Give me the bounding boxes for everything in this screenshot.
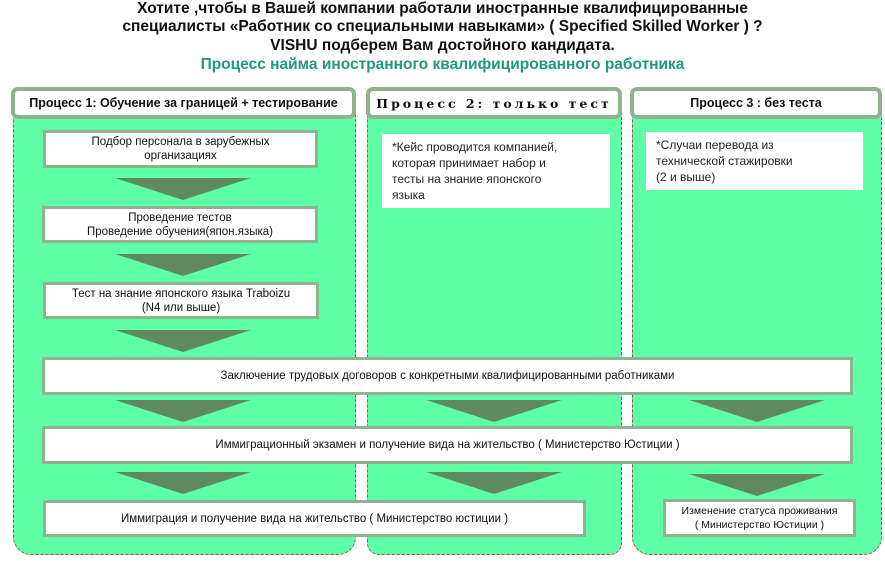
step-testing-training: Проведение тестов Проведение обучения(яп…: [42, 206, 318, 243]
step-contract: Заключение трудовых договоров с конкретн…: [42, 357, 853, 395]
step-recruitment: Подбор персонала в зарубежных организаци…: [43, 130, 318, 168]
down-arrow-icon: [689, 400, 825, 422]
down-arrow-icon: [115, 472, 251, 494]
headline-line-3: VISHU подберем Вам достойного кандидата.: [270, 37, 615, 54]
step-immigration: Иммиграция и получение вида на жительств…: [43, 500, 586, 537]
down-arrow-icon: [115, 178, 251, 200]
process-2-header: Процесс 2: только тест: [366, 87, 622, 119]
headline-line-2: специалисты «Работник со специальными на…: [122, 18, 763, 35]
process-1-header: Процесс 1: Обучение за границей + тестир…: [11, 87, 356, 119]
down-arrow-icon: [426, 400, 562, 422]
down-arrow-icon: [426, 472, 562, 494]
step-language-test: Тест на знание японского языка Traboizu …: [43, 282, 319, 319]
down-arrow-icon: [115, 254, 251, 276]
process-3-header: Процесс 3 : без теста: [630, 87, 882, 119]
step-status-change: Изменение статуса проживания ( Министерс…: [663, 499, 856, 537]
down-arrow-icon: [115, 400, 251, 422]
process-3-note: *Случаи перевода из технической стажиров…: [646, 132, 863, 190]
subtitle: Процесс найма иностранного квалифицирова…: [200, 56, 685, 73]
headline-line-1: Хотите ,чтобы в Вашей компании работали …: [137, 0, 748, 17]
down-arrow-icon: [689, 474, 825, 496]
process-2-note: *Кейс проводится компанией, которая прин…: [382, 134, 610, 208]
step-immigration-exam: Иммиграционный экзамен и получение вида …: [42, 426, 853, 464]
down-arrow-icon: [115, 330, 251, 352]
